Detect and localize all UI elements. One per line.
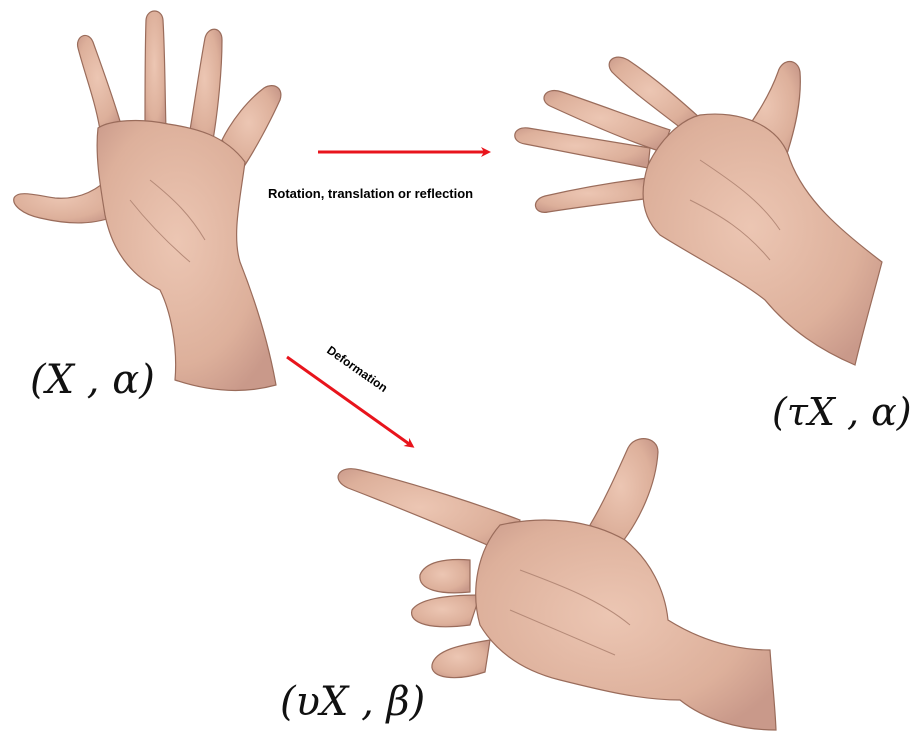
deformed-hand-label: (υX , β) xyxy=(280,679,425,725)
deformation-arrow xyxy=(286,355,415,448)
rigid-arrow-label: Rotation, translation or reflection xyxy=(268,186,473,201)
deformed-hand-illustration xyxy=(337,438,777,731)
deform-arrow-label: Deformation xyxy=(324,343,390,395)
source-hand-illustration xyxy=(13,10,282,392)
source-hand-label: (X , α) xyxy=(30,357,155,403)
rigid-hand-illustration xyxy=(514,56,883,366)
rigid-hand-label: (τX , α) xyxy=(772,390,912,434)
